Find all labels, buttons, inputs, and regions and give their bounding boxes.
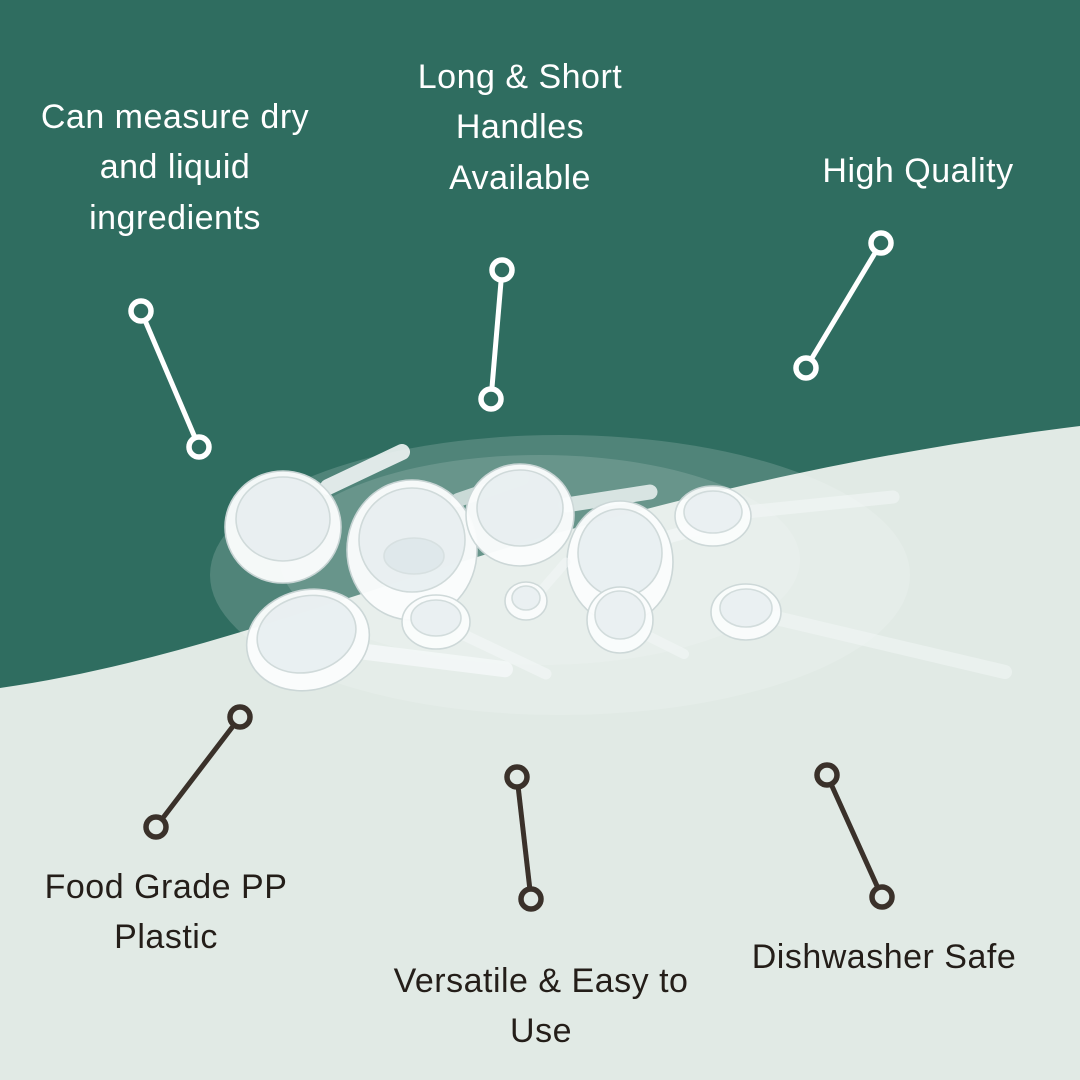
scoop-large-angled [245, 588, 513, 692]
connector-dot-icon [869, 884, 895, 910]
connector-dot-icon [793, 355, 819, 381]
callout-measure-dry-liquid: Can measure dry and liquid ingredients [40, 98, 310, 237]
connector-dot-icon [478, 386, 504, 412]
connector-dishwasher [814, 762, 895, 910]
connector-dot-icon [143, 814, 169, 840]
callout-versatile-easy-to-use: Versatile & Easy to Use [393, 962, 689, 1051]
connector-dot-icon [186, 434, 212, 460]
connector-dot-icon [489, 257, 515, 283]
connector-quality [793, 230, 894, 381]
scoop-cup-i [586, 586, 689, 659]
connector-dot-icon [518, 886, 544, 912]
scoop-cup-b [346, 471, 529, 621]
connector-measure [128, 298, 212, 460]
connector-dot-icon [227, 704, 253, 730]
connector-dot-icon [504, 764, 530, 790]
scoop-tiny-h [504, 557, 571, 621]
callout-long-short-handles: Long & Short Handles Available [417, 58, 623, 197]
scoop-cup-d [566, 500, 731, 624]
product-image-measuring-scoops [224, 444, 1012, 692]
scoop-cup-a [224, 444, 410, 584]
scoop-long-handle-e [674, 485, 900, 547]
connector-foodgrade [143, 704, 253, 840]
callout-high-quality: High Quality [822, 152, 1014, 190]
spoon-g [401, 594, 552, 680]
callout-food-grade-pp-plastic: Food Grade PP Plastic [44, 868, 288, 957]
connector-dot-icon [128, 298, 154, 324]
connector-dot-icon [814, 762, 840, 788]
spoon-long-handle-j [710, 583, 1012, 679]
connector-dot-icon [868, 230, 894, 256]
callout-dishwasher-safe: Dishwasher Safe [751, 938, 1017, 976]
scoop-cup-c [465, 463, 658, 567]
connector-versatile [504, 764, 544, 912]
wave-light-section [0, 426, 1080, 1080]
connector-handles [478, 257, 515, 412]
